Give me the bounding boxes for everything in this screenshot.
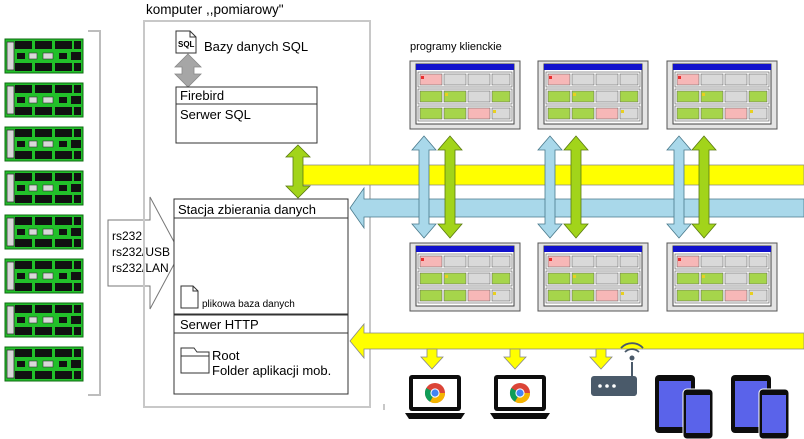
sensor-module-icon [4, 82, 84, 118]
firebird-station-arrow [285, 144, 311, 199]
folder-line-2: Folder aplikacji mob. [212, 363, 331, 378]
sensor-module-icon [4, 126, 84, 162]
measurement-modules [4, 38, 84, 382]
file-icon [180, 285, 199, 309]
http-drop-arrows [420, 348, 613, 370]
wifi-router-icon [591, 342, 644, 396]
file-db-label: plikowa baza danych [202, 299, 295, 310]
connection-line-3: rs232/LAN [112, 261, 169, 275]
chrome-laptop-icon [405, 375, 465, 419]
http-bus [349, 322, 804, 360]
db-sync-arrow [174, 53, 202, 88]
client-green-arrows [437, 135, 717, 239]
sensor-module-icon [4, 346, 84, 382]
client-programs [409, 60, 778, 312]
client-window-icon [409, 242, 521, 312]
clients-label: programy klienckie [410, 41, 502, 53]
sql-database-icon: SQL [175, 30, 197, 54]
sensor-module-icon [4, 302, 84, 338]
http-title: Serwer HTTP [180, 317, 259, 332]
mobile-devices-icon [730, 374, 790, 439]
client-window-icon [409, 60, 521, 130]
folder-line-1: Root [212, 348, 240, 363]
sensor-module-icon [4, 258, 84, 294]
sensor-module-icon [4, 214, 84, 250]
station-title: Stacja zbierania danych [178, 202, 316, 217]
computer-title: komputer ,,pomiarowy" [146, 2, 284, 17]
chrome-laptop-icon [490, 375, 550, 419]
firebird-label: Serwer SQL [180, 107, 251, 122]
client-window-icon [537, 60, 649, 130]
sql-databases-label: Bazy danych SQL [204, 39, 308, 54]
sensor-module-icon [4, 170, 84, 206]
client-blue-arrows [411, 135, 692, 239]
client-window-icon [537, 242, 649, 312]
connection-line-1: rs232 [112, 229, 142, 243]
sensor-module-icon [4, 38, 84, 74]
client-window-icon [666, 242, 778, 312]
mobile-devices-icon [654, 374, 714, 439]
sql-icon-text: SQL [178, 40, 195, 49]
firebird-box [175, 86, 318, 144]
connection-line-2: rs232/USB [112, 245, 170, 259]
client-window-icon [666, 60, 778, 130]
modules-bracket [88, 30, 101, 396]
folder-icon [180, 347, 210, 374]
firebird-title: Firebird [180, 88, 224, 103]
